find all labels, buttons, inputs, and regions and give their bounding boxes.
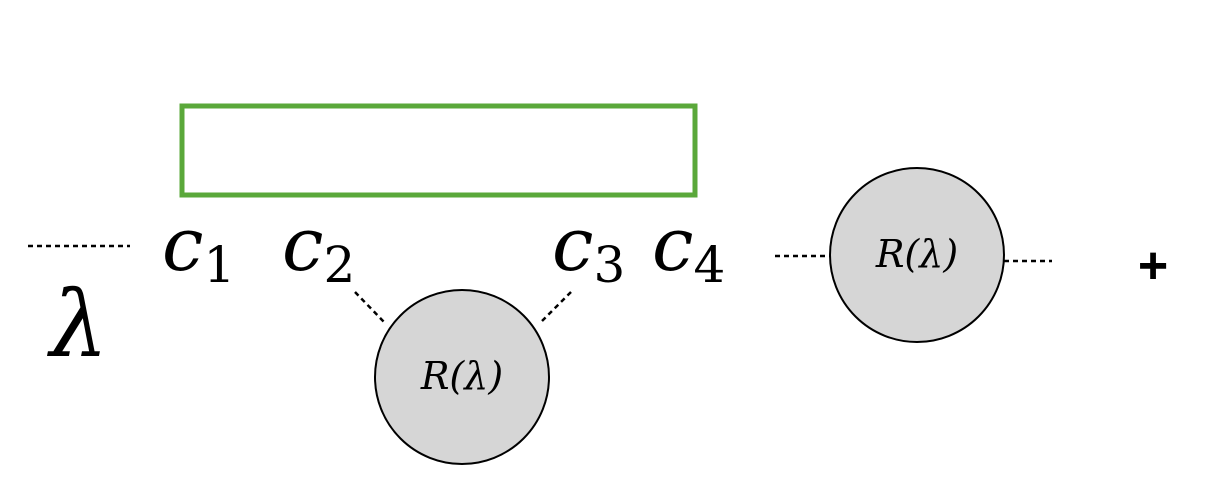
plus-sign: + [1138,237,1168,295]
leg-c4-base: c [652,202,693,288]
leg-c2-base: c [282,202,323,288]
leg-c3-base: c [552,202,593,288]
leg-c2-sub: 2 [323,236,355,294]
resolvent-node-bottom-circle [374,289,550,465]
resolvent-node-right-label: R(λ) [875,232,958,276]
leg-c1-sub: 1 [203,236,235,294]
leg-c1-base: c [162,202,203,288]
leg-label-c4: c4 [652,202,725,294]
resolvent-node-bottom: R(λ) [374,289,550,465]
resolvent-node-right: R(λ) [829,167,1005,343]
connector-c3-to-node [539,291,572,324]
connector-c2-to-node [354,291,386,324]
resolvent-node-right-circle [829,167,1005,343]
leg-label-c2: c2 [282,202,355,294]
leg-c3-sub: 3 [593,236,625,294]
leg-label-c3: c3 [552,202,625,294]
leg-label-c1: c1 [162,202,235,294]
resolvent-node-bottom-label: R(λ) [420,354,503,398]
contraction-box [179,103,698,198]
lambda-label: λ [46,271,108,378]
leg-c4-sub: 4 [693,236,725,294]
